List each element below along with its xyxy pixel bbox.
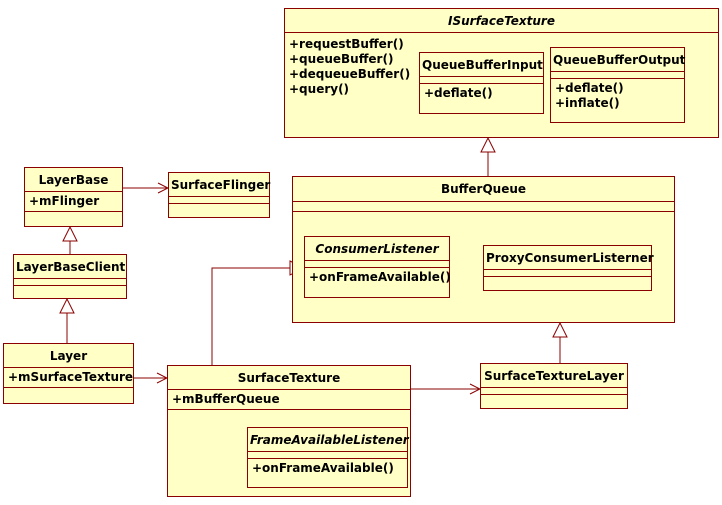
class-name: ProxyConsumerListerner	[484, 246, 654, 270]
class-attributes	[420, 77, 543, 84]
class-attributes	[481, 388, 627, 395]
class-queuebufferoutput: QueueBufferOutput +deflate() +inflate()	[550, 47, 685, 123]
method: +query()	[289, 82, 350, 96]
class-frameavailablelistener: FrameAvailableListener +onFrameAvailable…	[247, 427, 409, 488]
class-attributes	[551, 72, 684, 79]
class-methods: +deflate() +inflate()	[551, 79, 684, 113]
class-name: SurfaceFlinger	[169, 173, 270, 197]
class-name: SurfaceTexture	[168, 366, 410, 390]
class-layer: Layer +mSurfaceTexture	[3, 343, 134, 404]
class-consumerlistener: ConsumerListener +onFrameAvailable()	[304, 236, 451, 298]
class-name: LayerBase	[25, 168, 122, 192]
class-attributes	[305, 261, 449, 268]
class-attributes	[169, 197, 269, 204]
method: +deflate()	[555, 81, 624, 95]
class-surfacetexturelayer: SurfaceTextureLayer	[480, 363, 628, 409]
class-name: BufferQueue	[293, 177, 674, 202]
class-attributes	[293, 202, 674, 212]
class-methods	[484, 277, 651, 284]
class-attributes	[248, 452, 407, 459]
attribute: +mFlinger	[29, 194, 100, 208]
class-name: ConsumerListener	[305, 237, 449, 261]
class-attributes: +mFlinger	[25, 192, 122, 212]
class-methods	[4, 388, 133, 395]
class-surfaceflinger: SurfaceFlinger	[168, 172, 270, 218]
method: +dequeueBuffer()	[289, 67, 411, 81]
class-attributes: +mSurfaceTexture	[4, 368, 133, 388]
class-attributes	[484, 270, 651, 277]
method: +onFrameAvailable()	[309, 270, 451, 284]
class-proxyconsumerlistener: ProxyConsumerListerner	[483, 245, 654, 291]
method: +inflate()	[555, 96, 620, 110]
class-layerbaseclient: LayerBaseClient	[13, 254, 127, 299]
class-methods	[14, 286, 126, 293]
method: +onFrameAvailable()	[252, 461, 394, 475]
method: +deflate()	[424, 86, 493, 100]
surfacetexture-implements-consumerlistener	[211, 268, 304, 365]
method: +requestBuffer()	[289, 37, 404, 51]
class-methods	[25, 212, 122, 219]
class-name: SurfaceTextureLayer	[481, 364, 627, 388]
class-attributes	[14, 279, 126, 286]
class-methods	[481, 395, 627, 402]
class-layerbase: LayerBase +mFlinger	[24, 167, 123, 227]
class-attributes: +mBufferQueue	[168, 390, 410, 410]
class-name: QueueBufferOutput	[551, 48, 685, 72]
class-name: Layer	[4, 344, 133, 368]
class-methods: +onFrameAvailable()	[305, 268, 451, 287]
class-name: QueueBufferInput	[420, 53, 543, 77]
class-name: FrameAvailableListener	[248, 428, 409, 452]
class-queuebufferinput: QueueBufferInput +deflate()	[419, 52, 544, 114]
method: +queueBuffer()	[289, 52, 394, 66]
attribute: +mSurfaceTexture	[8, 370, 134, 384]
class-name: LayerBaseClient	[14, 255, 126, 279]
class-methods: +deflate()	[420, 84, 543, 103]
attribute: +mBufferQueue	[172, 392, 280, 406]
class-methods: +onFrameAvailable()	[248, 459, 407, 478]
class-members: +requestBuffer() +queueBuffer() +dequeue…	[285, 33, 718, 101]
class-name: ISurfaceTexture	[285, 9, 718, 33]
class-methods	[169, 204, 269, 211]
